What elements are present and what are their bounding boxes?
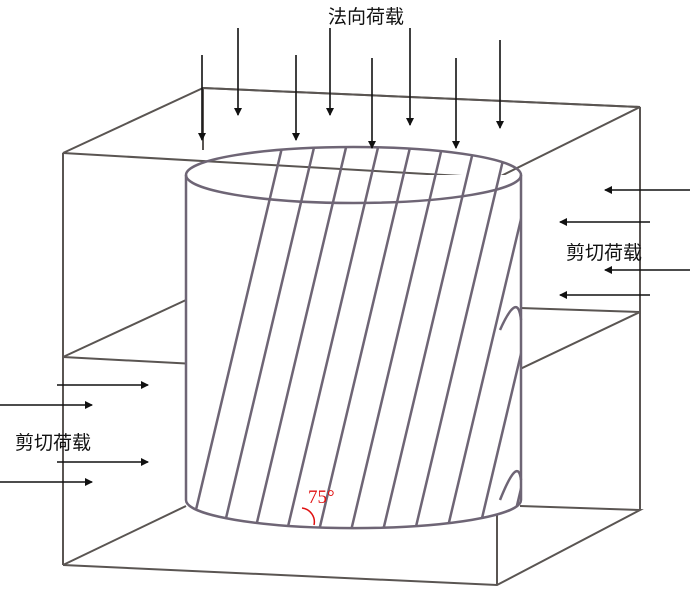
rock-cylinder	[184, 140, 700, 535]
joint-line	[252, 146, 349, 529]
joint-line	[188, 146, 285, 529]
joint-line	[444, 146, 521, 529]
joint-line	[284, 146, 381, 529]
joint-line	[348, 146, 445, 529]
joint-line	[638, 140, 700, 535]
joint-line	[606, 140, 700, 535]
joint-line	[220, 146, 317, 529]
normal-load-label: 法向荷载	[328, 6, 405, 28]
shear-load-right-label: 剪切荷载	[566, 242, 643, 264]
lower-box-bottom	[62, 505, 644, 587]
joint-line	[508, 146, 521, 529]
joint-angle-label: 75°	[308, 487, 335, 508]
joint-line	[670, 140, 700, 535]
joint-line	[412, 146, 509, 529]
upper-box-front-top	[62, 86, 641, 180]
joint-line	[542, 140, 636, 535]
load-arrows	[0, 28, 690, 486]
joint-line	[476, 146, 521, 529]
joint-line	[316, 146, 413, 529]
angle-arc	[301, 507, 316, 526]
joint-hatching	[188, 140, 700, 535]
joint-line	[380, 146, 477, 529]
shear-load-left-label: 剪切荷载	[15, 432, 92, 454]
